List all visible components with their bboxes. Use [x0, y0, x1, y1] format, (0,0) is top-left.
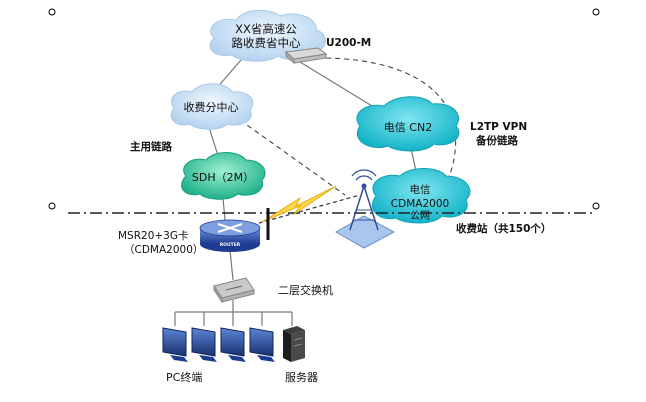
cdma-cloud: 电信 CDMA2000 公网: [371, 168, 471, 224]
router-badge: ROUTER: [220, 242, 241, 248]
pc-terminals: [162, 327, 275, 362]
cn2-cloud: 电信 CN2: [356, 96, 460, 152]
cdma-label-1: 电信: [410, 183, 431, 196]
pc-icon: [220, 327, 246, 362]
router-label-1: MSR20+3G卡: [118, 229, 189, 242]
switch-icon: [213, 277, 255, 304]
province-center-label-1: XX省高速公: [235, 22, 297, 36]
cdma-label-2: CDMA2000: [391, 198, 449, 210]
switch-label: 二层交换机: [278, 283, 333, 297]
selection-handles[interactable]: [48, 8, 600, 210]
sdh-label: SDH（2M）: [192, 171, 254, 184]
branch-center-cloud: 收费分中心: [170, 83, 254, 130]
pc-icon: [191, 327, 217, 362]
pc-icon: [249, 327, 275, 362]
u200-label: U200-M: [326, 37, 371, 49]
server-icon: [283, 326, 305, 362]
main-link-label: 主用链路: [130, 140, 172, 153]
province-center-cloud: XX省高速公 路收费省中心: [209, 10, 326, 62]
cn2-label: 电信 CN2: [384, 121, 432, 134]
branch-center-label: 收费分中心: [184, 100, 239, 114]
vpn-label-2: 备份链路: [475, 134, 518, 147]
wireless-lightning-icon: [261, 185, 337, 223]
province-center-label-2: 路收费省中心: [232, 36, 301, 50]
pc-label: PC终端: [166, 370, 202, 384]
pc-icon: [162, 327, 188, 362]
router-icon: ROUTER: [199, 208, 270, 252]
cell-tower-icon: [334, 169, 396, 249]
router-label-2: （CDMA2000）: [124, 244, 203, 256]
sdh-cloud: SDH（2M）: [181, 152, 266, 200]
site-label: 收费站（共150个）: [456, 222, 551, 235]
server-label: 服务器: [285, 371, 318, 384]
u200-firewall: U200-M: [284, 37, 371, 65]
cdma-label-3: 公网: [410, 210, 430, 222]
vpn-label-1: L2TP VPN: [470, 121, 527, 133]
